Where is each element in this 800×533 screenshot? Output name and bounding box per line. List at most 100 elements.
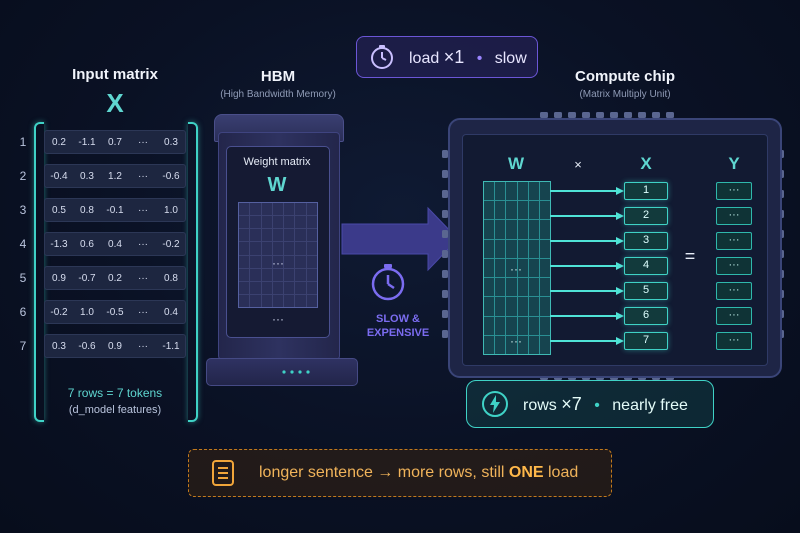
grid-cell: [539, 220, 550, 239]
summary-text-post: load: [543, 464, 579, 481]
row-number-label: 4: [19, 237, 27, 251]
grid-cell: [239, 203, 250, 216]
slow-expensive-label: SLOW & EXPENSIVE: [352, 312, 444, 340]
grid-cell: [261, 216, 272, 229]
features-label: (d_model features): [68, 404, 162, 416]
chip-pin: [442, 190, 448, 198]
grid-cell: [506, 239, 517, 258]
grid-cell: [539, 239, 550, 258]
grid-cell: [284, 229, 295, 242]
grid-cell: [250, 216, 261, 229]
chip-pin: [638, 112, 646, 118]
summary-text-strong: ONE: [508, 464, 544, 481]
chip-x-label: X: [640, 154, 652, 173]
grid-cell: [306, 255, 317, 268]
grid-cell: [528, 239, 539, 258]
matrix-cell: 0.9: [108, 340, 122, 352]
matrix-cell: -0.6: [78, 340, 96, 352]
feed-arrow-head: [616, 287, 624, 295]
chip-pin: [568, 112, 576, 118]
matrix-cell: 0.4: [108, 238, 122, 250]
grid-cell: [484, 297, 495, 316]
feed-arrow-head: [616, 212, 624, 220]
weight-matrix-label: Weight matrix: [243, 156, 311, 168]
hbm-screen-ellipsis: ···: [272, 312, 284, 326]
grid-cell: [239, 229, 250, 242]
matrix-cell: 0.5: [52, 204, 66, 216]
matrix-cell: 0.8: [80, 204, 94, 216]
matrix-cell: 1.2: [108, 170, 122, 182]
grid-cell: [295, 216, 306, 229]
matrix-cell: ···: [138, 204, 148, 216]
matrix-cell: 0.7: [108, 136, 122, 148]
matrix-cell: 0.8: [164, 272, 178, 284]
grid-cell: [539, 335, 550, 354]
grid-cell: [284, 255, 295, 268]
chip-pin: [442, 270, 448, 278]
hbm-status-leds: [282, 370, 310, 374]
matrix-cell: -1.3: [50, 238, 68, 250]
chip-pin: [442, 310, 448, 318]
stopwatch-icon: [371, 45, 393, 69]
grid-cell: [261, 268, 272, 281]
grid-cell: [272, 203, 284, 216]
matrix-cell: -0.1: [106, 204, 124, 216]
chip-pin: [442, 230, 448, 238]
grid-cell: [495, 278, 506, 297]
grid-cell: [306, 216, 317, 229]
grid-cell: [284, 203, 295, 216]
grid-cell: [284, 268, 295, 281]
grid-cell: [295, 255, 306, 268]
matrix-cell: 1.0: [164, 204, 178, 216]
grid-cell: [506, 335, 517, 354]
grid-cell: [539, 201, 550, 220]
chip-equals-sign: =: [684, 246, 696, 266]
hbm-title: HBM: [260, 68, 296, 85]
grid-cell: [517, 182, 528, 201]
chip-pin: [442, 210, 448, 218]
grid-cell: [239, 294, 250, 307]
grid-cell: [272, 216, 284, 229]
matrix-cell: 0.3: [164, 136, 178, 148]
rows-cost: nearly free: [612, 396, 688, 414]
weight-matrix-symbol: W: [267, 174, 287, 196]
row-feed-arrows: [550, 187, 624, 345]
grid-cell: [272, 281, 284, 294]
grid-cell: [495, 297, 506, 316]
grid-cell: [306, 294, 317, 307]
separator-dot: •: [594, 396, 600, 414]
x-row-box: 1: [624, 182, 668, 200]
matrix-cell: 0.6: [80, 238, 94, 250]
grid-cell: [517, 201, 528, 220]
grid-cell: [250, 229, 261, 242]
row-number-label: 5: [19, 271, 27, 285]
grid-cell: [495, 201, 506, 220]
matrix-cell: ···: [138, 306, 148, 318]
chip-pin: [652, 112, 660, 118]
weight-matrix-grid: [238, 202, 318, 308]
chip-pin: [666, 112, 674, 118]
grid-cell: [506, 182, 517, 201]
grid-cell: [295, 294, 306, 307]
matrix-cell: -1.1: [78, 136, 96, 148]
hbm-device-base: [206, 358, 358, 386]
document-list-icon: [212, 460, 234, 486]
feed-arrow-head: [616, 312, 624, 320]
grid-cell: [295, 268, 306, 281]
grid-cell: [484, 335, 495, 354]
chip-y-label: Y: [728, 154, 740, 173]
grid-cell: [250, 203, 261, 216]
matrix-cell: ···: [138, 238, 148, 250]
grid-cell: [528, 297, 539, 316]
grid-cell: [517, 239, 528, 258]
matrix-left-bracket: [34, 122, 44, 422]
grid-cell: [495, 239, 506, 258]
grid-cell: [272, 242, 284, 255]
y-output-box: ···: [716, 257, 752, 275]
grid-cell: [295, 281, 306, 294]
feed-arrow-head: [616, 237, 624, 245]
input-matrix-symbol: X: [106, 88, 124, 118]
grid-cell: [295, 229, 306, 242]
grid-cell: [506, 220, 517, 239]
